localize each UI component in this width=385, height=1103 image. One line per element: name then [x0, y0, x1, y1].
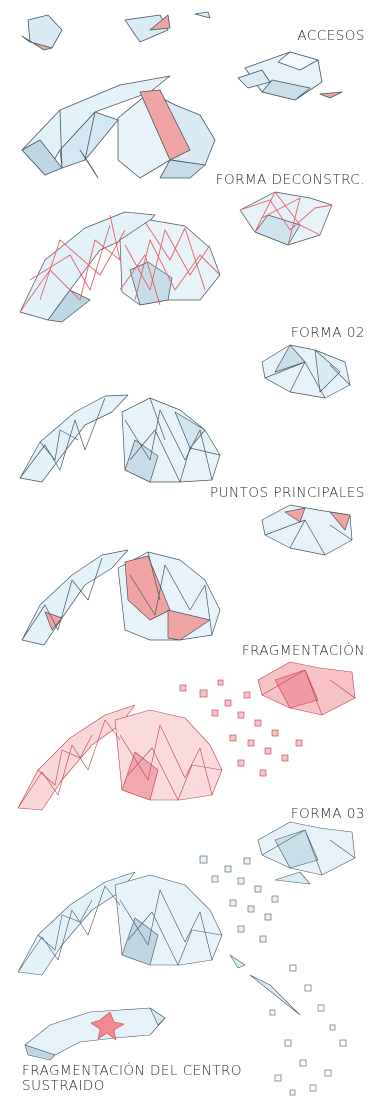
- step-label-forma-02: FORMA 02: [290, 325, 365, 341]
- fragmentacion-scattered-pieces: [179, 679, 303, 777]
- step-label-fragmentacion: FRAGMENTACIÓN: [241, 643, 365, 659]
- deconstrc-large-form: [19, 211, 221, 323]
- forma03-model: [257, 821, 356, 885]
- forma03-scattered-pieces: [199, 855, 279, 943]
- step-label-puntos-principales: PUNTOS PRINCIPALES: [210, 485, 365, 501]
- accesos-model: [237, 51, 343, 101]
- deconstrc-model: [239, 191, 333, 246]
- step-label-forma-deconstrc: FORMA DECONSTRC.: [215, 172, 365, 188]
- forma02-large-form: [19, 394, 221, 483]
- step-label-accesos: ACCESOS: [297, 28, 365, 44]
- puntos-large-form: [21, 549, 221, 646]
- step-label-fragmentacion-centro-sustraido: FRAGMENTACIÓN DEL CENTRO SUSTRAIDO: [22, 1063, 242, 1094]
- fragmentacion-large-form: [17, 704, 223, 811]
- sustraido-scattered-pieces: [269, 964, 347, 1096]
- step-label-forma-03: FORMA 03: [290, 806, 365, 822]
- sustraido-form: [24, 1007, 166, 1061]
- sustraido-shard: [229, 954, 301, 1016]
- accesos-top-fragments: [21, 11, 211, 51]
- accesos-large-form: [21, 75, 216, 179]
- forma03-large-form: [17, 871, 223, 976]
- forma02-model: [261, 344, 351, 399]
- fragmentacion-model: [257, 661, 356, 716]
- puntos-model: [261, 504, 353, 556]
